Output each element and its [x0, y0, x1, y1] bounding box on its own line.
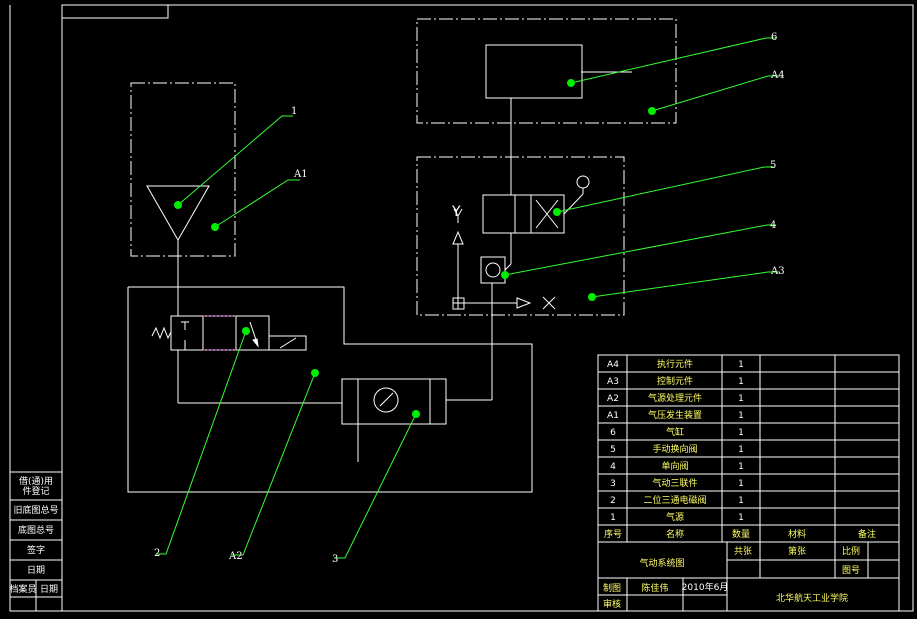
boundary-A2 — [127, 286, 533, 493]
side-label-date: 日期 — [27, 565, 45, 576]
title-block-grid — [597, 541, 900, 612]
parts-cell-no: A1 — [607, 411, 619, 421]
callout-1: 1 — [291, 106, 297, 117]
drawing-title: 气动系统图 — [639, 557, 684, 569]
parts-cell-name: 气缸 — [666, 426, 684, 438]
frl-unit-symbol — [178, 283, 493, 462]
sheet-label: 第张 — [788, 545, 806, 557]
side-label-date2: 日期 — [40, 584, 58, 595]
parts-header-material: 材料 — [788, 528, 806, 540]
side-label-old-no: 旧底图总号 — [13, 504, 58, 516]
parts-cell-no: 3 — [610, 479, 616, 489]
parts-cell-name: 气压发生装置 — [648, 409, 702, 421]
parts-cell-name: 气源处理元件 — [648, 392, 702, 404]
parts-cell-qty: 1 — [738, 428, 744, 438]
title-block-text: 气动系统图 共张 第张 比例 图号 制图 陈佳伟 2010年6月 审核 北华航天… — [603, 545, 860, 610]
parts-cell-name: 执行元件 — [657, 358, 693, 370]
parts-cell-no: 2 — [610, 496, 616, 506]
callout-labels: 1 A1 6 A4 5 4 A3 2 A2 3 Y — [154, 32, 785, 565]
callout-A1: A1 — [293, 169, 308, 180]
parts-cell-name: 控制元件 — [657, 375, 693, 387]
quantity-label: 共张 — [734, 546, 752, 557]
parts-cell-qty: 1 — [738, 445, 744, 455]
parts-cell-no: A3 — [607, 377, 619, 387]
side-label-archivist: 档案员 — [9, 583, 36, 595]
callout-5: 5 — [770, 160, 776, 171]
side-label-base-no: 底图总号 — [18, 524, 54, 536]
parts-list-grid — [597, 354, 900, 543]
callout-6: 6 — [771, 32, 777, 43]
solenoid-valve-hidden-lines — [203, 315, 236, 351]
cylinder-symbol — [485, 44, 632, 99]
check-valve-symbol — [452, 208, 556, 310]
manual-valve-symbol — [482, 98, 590, 234]
parts-cell-qty: 1 — [738, 360, 744, 370]
parts-cell-name: 二位三通电磁阀 — [643, 494, 706, 506]
checked-label: 审核 — [603, 598, 621, 610]
drawn-label: 制图 — [603, 582, 621, 594]
parts-header-qty: 数量 — [732, 528, 750, 540]
side-label-register: 件登记 — [22, 485, 49, 497]
boundary-A3 — [416, 156, 625, 316]
parts-header-no: 序号 — [604, 528, 622, 540]
callout-A3: A3 — [770, 266, 785, 277]
parts-cell-qty: 1 — [738, 462, 744, 472]
callout-3: 3 — [332, 554, 338, 565]
parts-cell-qty: 1 — [738, 377, 744, 387]
callout-A2: A2 — [228, 551, 243, 562]
parts-cell-no: 4 — [610, 462, 616, 472]
parts-cell-qty: 1 — [738, 496, 744, 506]
leader-lines — [156, 37, 780, 559]
parts-cell-name: 手动换向阀 — [652, 443, 697, 455]
drawn-by: 陈佳伟 — [641, 582, 668, 594]
leader-dots — [174, 79, 656, 418]
side-block-text: 借(通)用 件登记 旧底图总号 底图总号 签字 日期 档案员 日期 — [9, 475, 58, 595]
side-label-sign: 签字 — [27, 544, 45, 556]
drawing-no-label: 图号 — [842, 565, 860, 576]
boundary-A4 — [416, 18, 677, 124]
parts-cell-no: A4 — [607, 360, 619, 370]
callout-4: 4 — [770, 220, 776, 231]
parts-cell-name: 气动三联件 — [652, 477, 697, 489]
parts-header-name: 名称 — [666, 528, 684, 540]
parts-cell-no: 1 — [610, 513, 616, 523]
parts-cell-qty: 1 — [738, 411, 744, 421]
callout-A4: A4 — [770, 70, 785, 81]
side-block — [9, 471, 63, 612]
side-label-borrow: 借(通)用 — [19, 475, 53, 487]
parts-cell-qty: 1 — [738, 513, 744, 523]
parts-cell-no: 5 — [610, 445, 616, 455]
parts-cell-no: 6 — [610, 428, 616, 438]
parts-cell-qty: 1 — [738, 479, 744, 489]
drawing-date: 2010年6月 — [682, 581, 729, 593]
parts-cell-no: A2 — [607, 394, 619, 404]
scale-label: 比例 — [842, 545, 860, 557]
group-boundaries — [130, 18, 677, 316]
drawing-frame — [9, 4, 914, 612]
exhaust-symbol-label: Y — [451, 204, 461, 220]
air-source-symbol — [146, 185, 210, 316]
school-name: 北华航天工业学院 — [776, 592, 848, 604]
callout-2: 2 — [154, 548, 160, 559]
parts-header-note: 备注 — [858, 528, 876, 540]
boundary-A1 — [130, 82, 236, 257]
solenoid-valve-symbol — [151, 315, 307, 403]
parts-cell-name: 气源 — [666, 511, 684, 523]
parts-cell-name: 单向阀 — [661, 460, 688, 472]
parts-cell-qty: 1 — [738, 394, 744, 404]
